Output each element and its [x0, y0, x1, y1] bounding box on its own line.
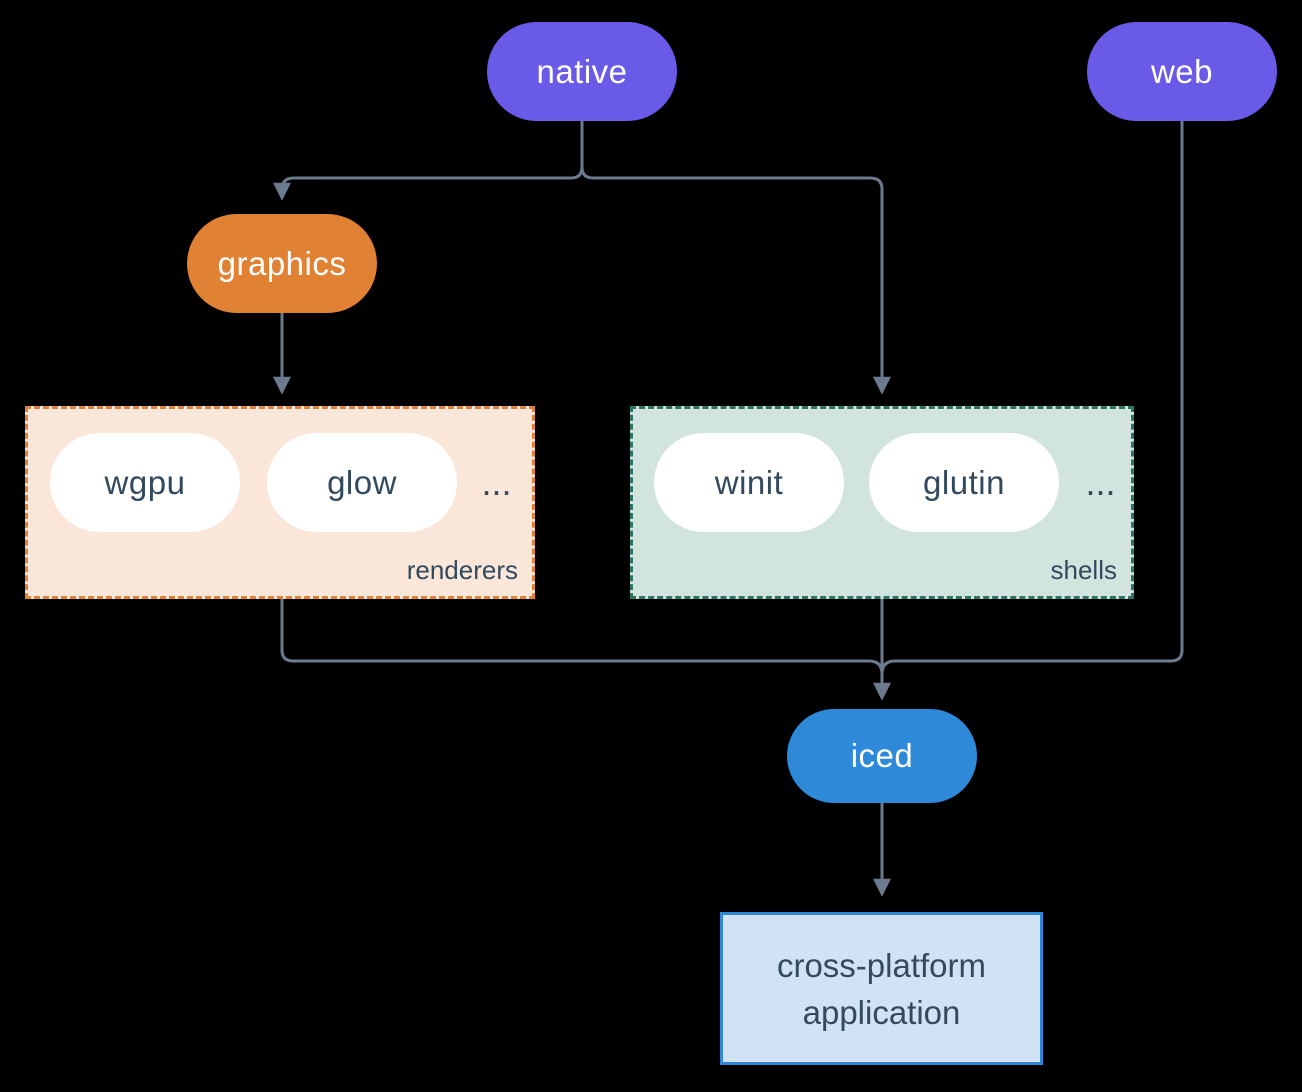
node-glutin-label: glutin — [923, 463, 1005, 501]
node-web: web — [1087, 22, 1277, 121]
node-iced-label: iced — [850, 737, 914, 774]
renderers-ellipsis: ... — [481, 461, 512, 503]
node-graphics: graphics — [187, 214, 377, 313]
node-glow: glow — [267, 433, 457, 532]
line-renderers-to-merge — [280, 599, 884, 675]
node-web-label: web — [1150, 52, 1214, 90]
renderers-group-label: renderers — [406, 555, 518, 585]
node-cross-platform-application: cross-platform application — [720, 912, 1043, 1065]
group-shells: winit glutin ... shells — [630, 406, 1134, 599]
arrow-native-to-shells — [580, 121, 891, 395]
node-winit: winit — [654, 433, 844, 532]
node-native: native — [487, 22, 677, 121]
arrow-native-to-graphics — [273, 121, 584, 201]
node-glutin: glutin — [869, 433, 1059, 532]
shells-ellipsis: ... — [1085, 461, 1116, 503]
node-native-label: native — [536, 52, 628, 90]
node-winit-label: winit — [714, 463, 784, 501]
node-wgpu-label: wgpu — [104, 463, 186, 501]
shells-group-label: shells — [1050, 555, 1117, 585]
node-graphics-label: graphics — [217, 244, 347, 282]
node-wgpu: wgpu — [50, 433, 240, 532]
node-iced: iced — [787, 709, 977, 803]
app-label-line2: application — [802, 993, 961, 1031]
app-label-line1: cross-platform — [776, 946, 987, 984]
group-renderers: wgpu glow ... renderers — [25, 406, 535, 599]
node-glow-label: glow — [327, 463, 397, 501]
